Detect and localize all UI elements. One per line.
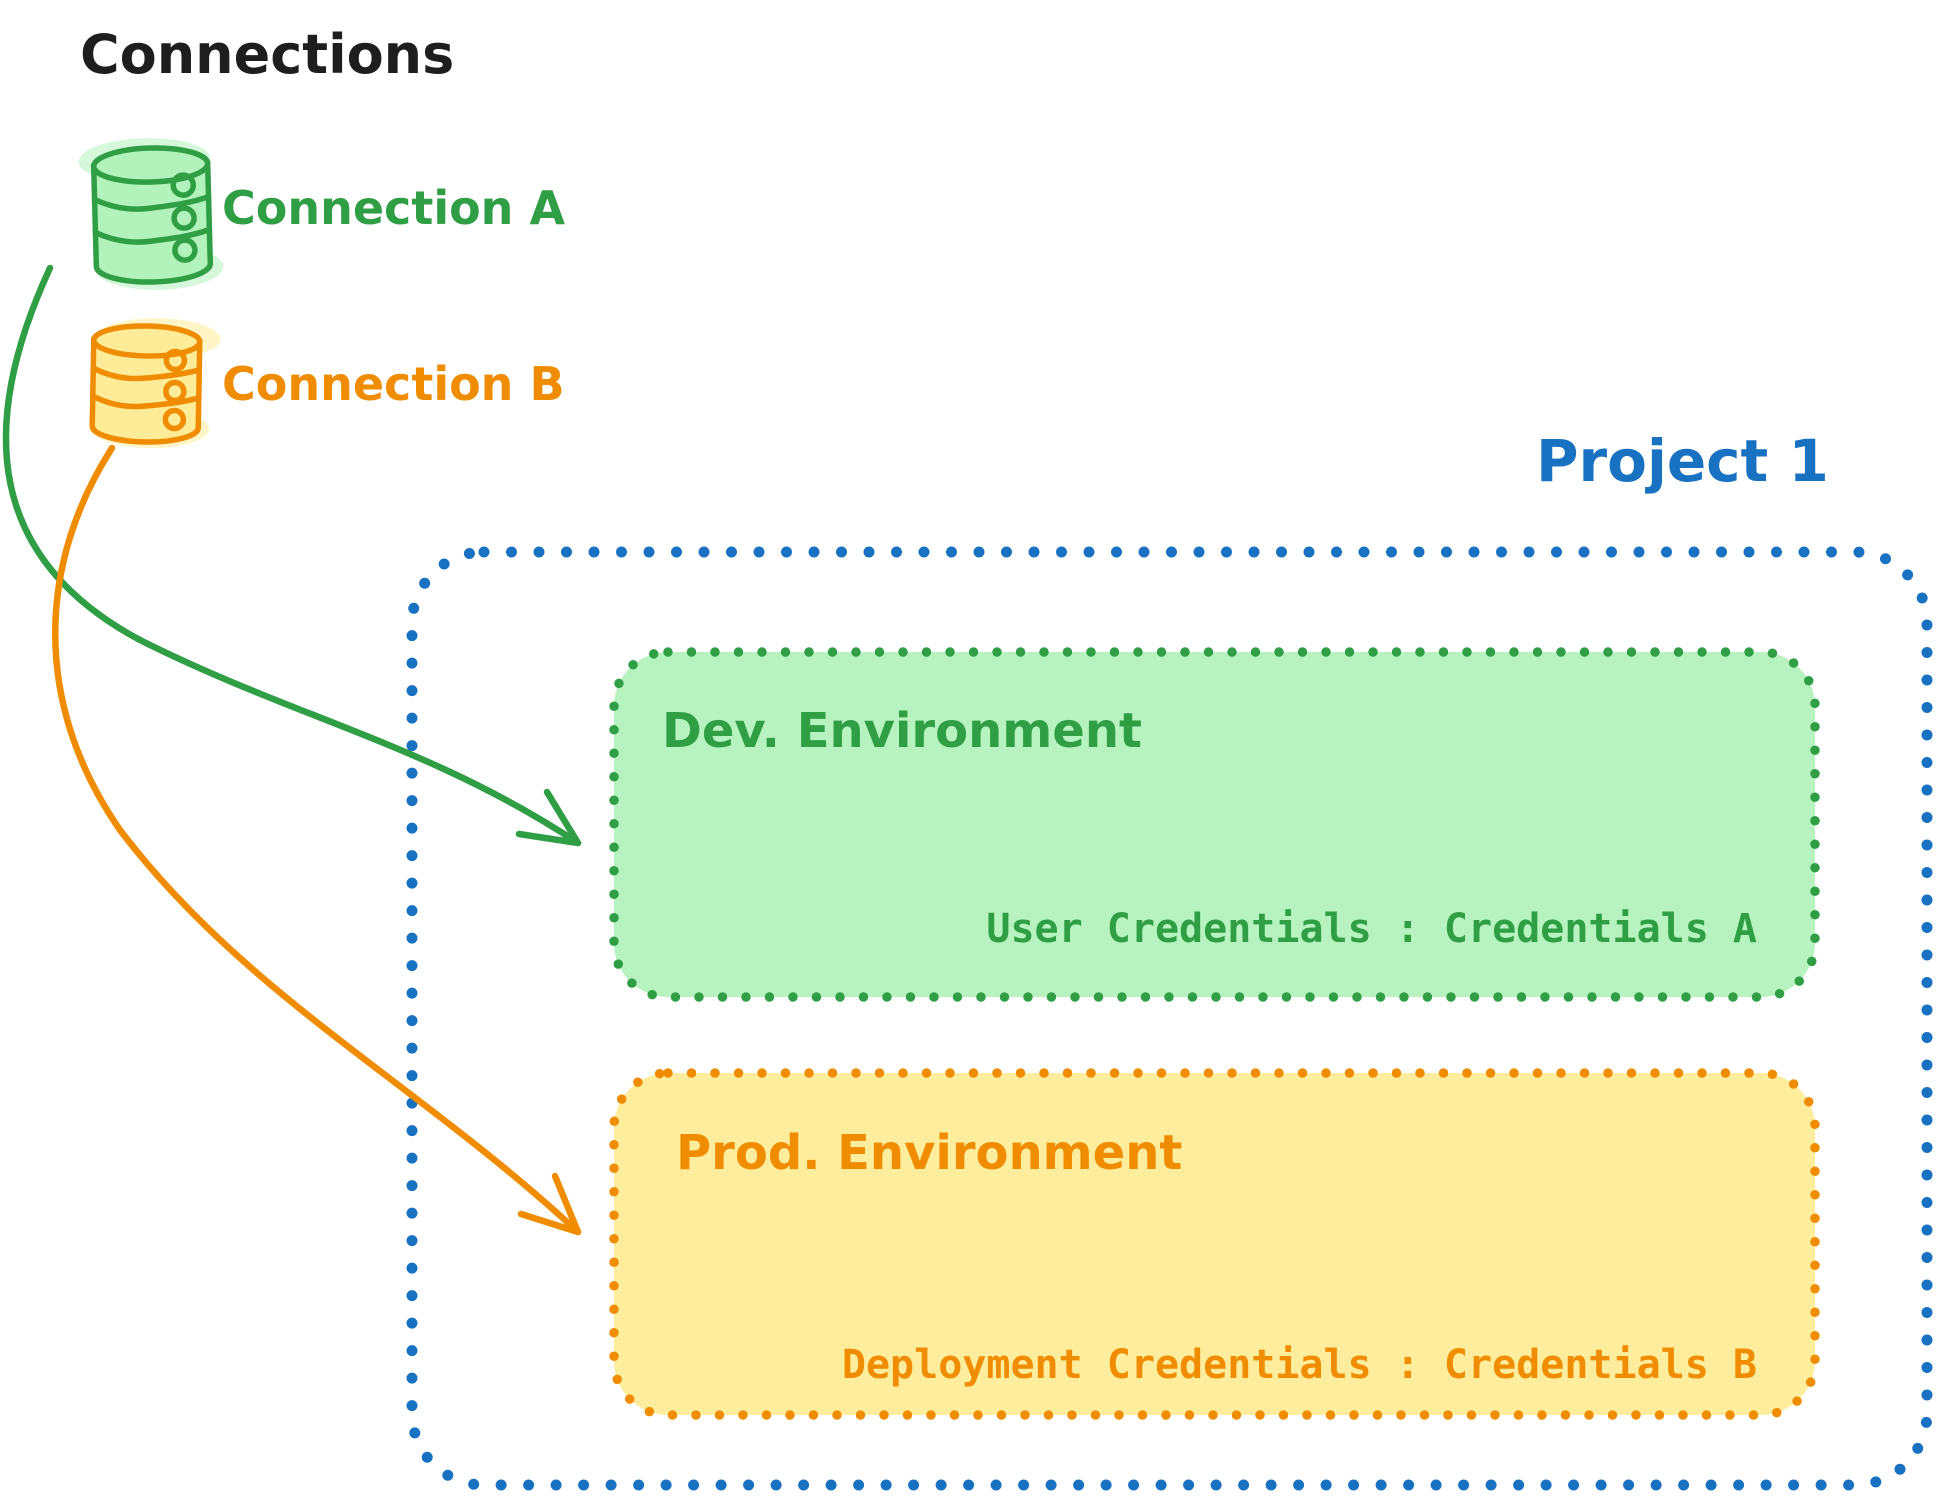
database-led <box>163 348 188 373</box>
arrow-shaft <box>2 264 582 847</box>
database-top <box>91 323 203 359</box>
project-container-border <box>406 546 1933 1491</box>
database-icon <box>78 138 224 290</box>
arrow-connection-a-to-dev <box>2 264 582 847</box>
project-title: Project 1 <box>1536 427 1829 495</box>
dev-environment-title: Dev. Environment <box>662 703 1142 759</box>
arrowhead-icon <box>515 788 582 847</box>
database-icon <box>89 318 221 449</box>
connections-title: Connections <box>80 23 455 86</box>
database-led <box>170 172 196 198</box>
prod-environment-box <box>609 1068 1820 1420</box>
arrowhead-icon <box>517 1172 582 1236</box>
arrow-connection-b-to-prod <box>52 444 582 1236</box>
prod-environment-credentials: Deployment Credentials : Credentials B <box>841 1342 1757 1388</box>
database-band-line <box>91 193 212 212</box>
database-band-line <box>90 393 202 410</box>
dev-environment-credentials: User Credentials : Credentials A <box>986 906 1757 952</box>
database-led <box>163 379 187 404</box>
database-led <box>162 407 187 432</box>
database-led <box>172 237 198 263</box>
connection-a-label: Connection A <box>222 181 566 235</box>
database-led <box>171 205 197 231</box>
prod-environment-title: Prod. Environment <box>676 1125 1183 1181</box>
database-band-line <box>92 226 213 245</box>
database-body <box>89 337 203 445</box>
connection-b-label: Connection B <box>222 357 565 411</box>
arrow-shaft <box>52 444 582 1236</box>
database-band-line <box>90 365 203 382</box>
dev-environment-box <box>609 647 1820 1002</box>
